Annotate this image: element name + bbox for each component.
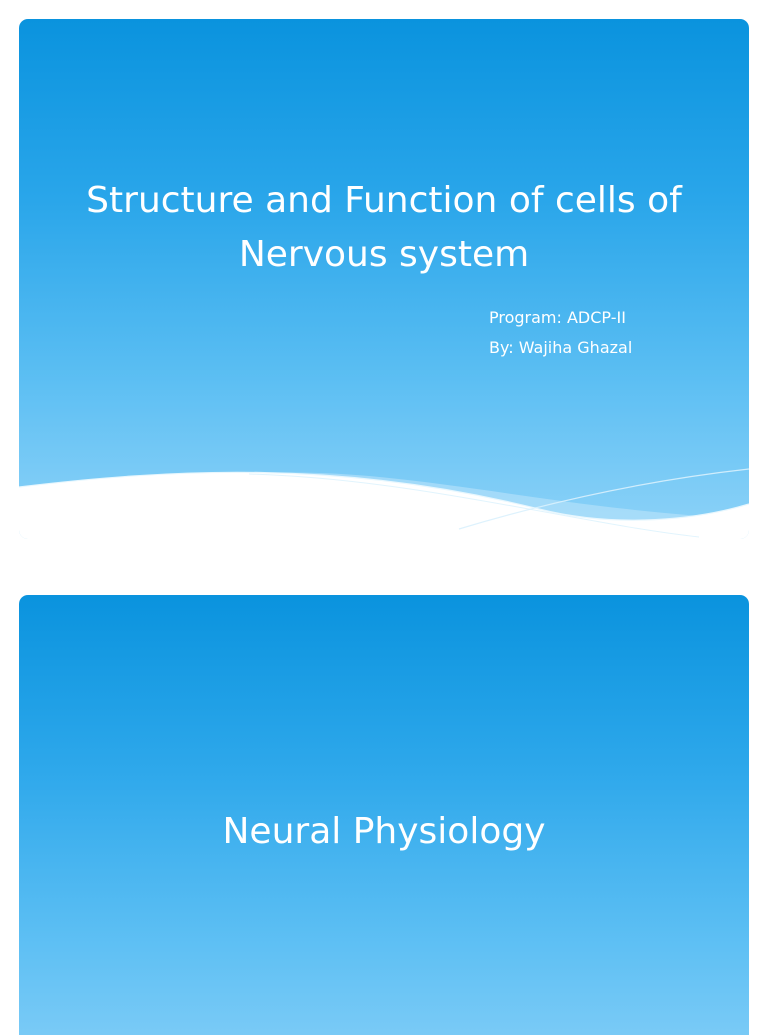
program-line: Program: ADCP-II xyxy=(489,308,626,327)
decorative-wave xyxy=(19,468,749,539)
slide-title: Structure and Function of cells of Nervo… xyxy=(86,180,682,275)
slide-subtitle: Program: ADCP-II By: Wajiha Ghazal xyxy=(489,303,632,363)
section-slide: Neural Physiology xyxy=(19,595,749,1035)
title-slide: Structure and Function of cells of Nervo… xyxy=(19,19,749,539)
author-line: By: Wajiha Ghazal xyxy=(489,338,633,357)
slide-title: Neural Physiology xyxy=(222,811,546,852)
